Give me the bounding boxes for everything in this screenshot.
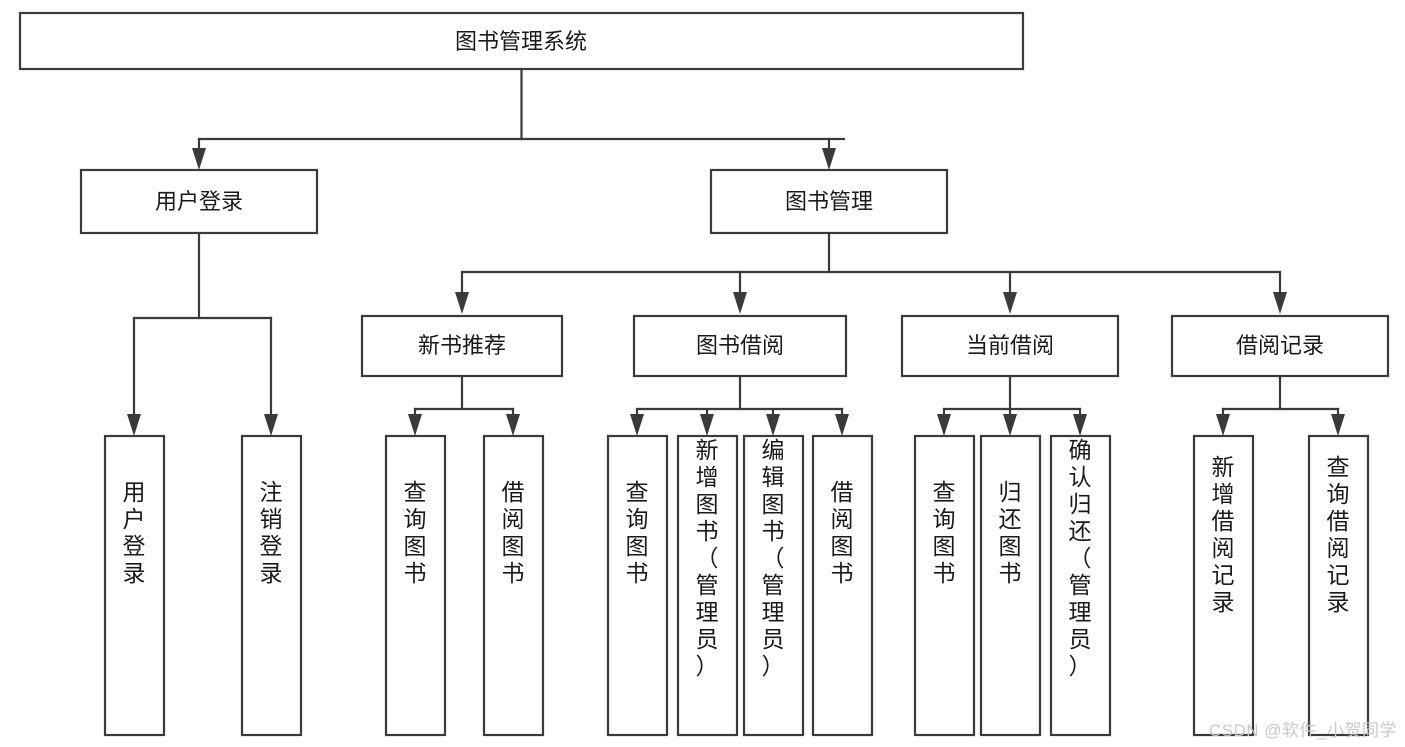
node-leaf-return-book-label: 归还图书 <box>999 479 1022 586</box>
node-leaf-borrow-book-1-label: 借阅图书 <box>502 479 525 586</box>
node-leaf-query-book-3-label: 查询图书 <box>933 479 956 586</box>
node-leaf-add-book-admin[interactable]: 新增图书（管理员） <box>676 434 739 737</box>
node-leaf-query-book-1-label: 查询图书 <box>404 479 427 586</box>
node-leaf-user-login[interactable]: 用户登录 <box>103 434 166 737</box>
arrow-head-leaf-logout <box>264 414 278 436</box>
node-book-borrow[interactable]: 图书借阅 <box>632 314 848 378</box>
node-leaf-edit-book-admin[interactable]: 编辑图书（管理员） <box>742 434 805 737</box>
node-leaf-confirm-return-admin-label: 确认归还（管理员） <box>1069 437 1092 679</box>
node-leaf-edit-book-admin-label: 编辑图书（管理员） <box>762 437 785 679</box>
arrow-head-nbr-leaf2 <box>506 414 520 436</box>
node-leaf-add-borrow-record-box[interactable] <box>1192 434 1255 737</box>
arrow-head-cb-leaf3 <box>1073 414 1087 436</box>
node-borrow-record-box[interactable] <box>1170 314 1390 378</box>
arrow-head-bb-leaf2 <box>700 414 714 436</box>
node-borrow-record-label: 借阅记录 <box>1236 333 1324 358</box>
arrow-head-user-login <box>192 148 206 170</box>
node-leaf-user-login-box[interactable] <box>103 434 166 737</box>
node-new-book-recommend[interactable]: 新书推荐 <box>360 314 564 378</box>
arrow-head-br-leaf2 <box>1331 414 1345 436</box>
arrow-head-leaf-user-login <box>127 414 141 436</box>
arrow-head-br-leaf1 <box>1216 414 1230 436</box>
edge-group-new-book-rec-to-leaves <box>408 374 520 436</box>
node-leaf-edit-book-admin-box[interactable] <box>742 434 805 737</box>
node-leaf-logout[interactable]: 注销登录 <box>240 434 303 737</box>
node-leaf-query-book-3[interactable]: 查询图书 <box>913 434 976 737</box>
node-leaf-query-borrow-record[interactable]: 查询借阅记录 <box>1307 434 1370 737</box>
node-borrow-record[interactable]: 借阅记录 <box>1170 314 1390 378</box>
node-leaf-add-book-admin-box[interactable] <box>676 434 739 737</box>
arrow-head-cb-leaf1 <box>937 414 951 436</box>
arrow-head-book-borrow <box>733 292 747 314</box>
node-leaf-add-borrow-record[interactable]: 新增借阅记录 <box>1192 434 1255 737</box>
node-leaf-logout-box[interactable] <box>240 434 303 737</box>
node-book-management[interactable]: 图书管理 <box>709 168 949 235</box>
node-current-borrow[interactable]: 当前借阅 <box>900 314 1120 378</box>
node-leaf-user-login-label: 用户登录 <box>123 479 146 586</box>
node-new-book-recommend-box[interactable] <box>360 314 564 378</box>
node-book-management-label: 图书管理 <box>785 189 873 214</box>
node-root-box[interactable] <box>18 11 1025 71</box>
node-leaf-query-book-1[interactable]: 查询图书 <box>384 434 447 737</box>
node-root-label: 图书管理系统 <box>455 29 587 54</box>
node-leaf-query-book-2-label: 查询图书 <box>626 479 649 586</box>
arrow-head-borrow-record <box>1273 292 1287 314</box>
node-root[interactable]: 图书管理系统 <box>18 11 1025 71</box>
edge-group-root-to-level2 <box>192 67 846 170</box>
node-leaf-logout-label: 注销登录 <box>260 479 283 586</box>
node-new-book-recommend-label: 新书推荐 <box>418 333 506 358</box>
edge-group-book-borrow-to-leaves <box>630 374 849 436</box>
node-leaf-query-borrow-record-box[interactable] <box>1307 434 1370 737</box>
node-book-management-box[interactable] <box>709 168 949 235</box>
node-book-borrow-label: 图书借阅 <box>696 333 784 358</box>
node-leaf-borrow-book-1[interactable]: 借阅图书 <box>482 434 545 737</box>
node-leaf-query-book-2-box[interactable] <box>606 434 669 737</box>
node-leaf-confirm-return-admin-box[interactable] <box>1049 434 1112 737</box>
node-leaf-add-borrow-record-label: 新增借阅记录 <box>1212 454 1235 615</box>
edge-group-current-borrow-to-leaves <box>937 374 1087 436</box>
node-leaf-query-book-1-box[interactable] <box>384 434 447 737</box>
arrow-head-current-borrow <box>1003 292 1017 314</box>
arrow-head-nbr-leaf1 <box>408 414 422 436</box>
node-leaf-return-book-box[interactable] <box>979 434 1042 737</box>
node-leaf-query-book-2[interactable]: 查询图书 <box>606 434 669 737</box>
node-user-login-label: 用户登录 <box>155 189 243 214</box>
arrow-head-book-mgmt <box>822 148 836 170</box>
node-current-borrow-box[interactable] <box>900 314 1120 378</box>
arrow-head-cb-leaf2 <box>1003 414 1017 436</box>
arrow-head-new-book-rec <box>455 292 469 314</box>
node-book-borrow-box[interactable] <box>632 314 848 378</box>
node-leaf-borrow-book-1-box[interactable] <box>482 434 545 737</box>
edge-group-user-login-to-leaves <box>127 231 278 436</box>
node-leaf-borrow-book-2[interactable]: 借阅图书 <box>811 434 874 737</box>
node-leaf-query-book-3-box[interactable] <box>913 434 976 737</box>
node-leaf-confirm-return-admin[interactable]: 确认归还（管理员） <box>1049 434 1112 737</box>
edge-group-borrow-record-to-leaves <box>1216 374 1345 436</box>
node-user-login[interactable]: 用户登录 <box>79 168 319 235</box>
node-leaf-borrow-book-2-label: 借阅图书 <box>831 479 854 586</box>
node-leaf-borrow-book-2-box[interactable] <box>811 434 874 737</box>
edge-group-book-mgmt-to-level3 <box>455 231 1287 314</box>
node-leaf-return-book[interactable]: 归还图书 <box>979 434 1042 737</box>
arrow-head-bb-leaf3 <box>766 414 780 436</box>
arrow-head-bb-leaf1 <box>630 414 644 436</box>
node-leaf-query-borrow-record-label: 查询借阅记录 <box>1327 454 1350 615</box>
node-current-borrow-label: 当前借阅 <box>966 333 1054 358</box>
node-user-login-box[interactable] <box>79 168 319 235</box>
arrow-head-bb-leaf4 <box>835 414 849 436</box>
node-leaf-add-book-admin-label: 新增图书（管理员） <box>696 437 719 679</box>
